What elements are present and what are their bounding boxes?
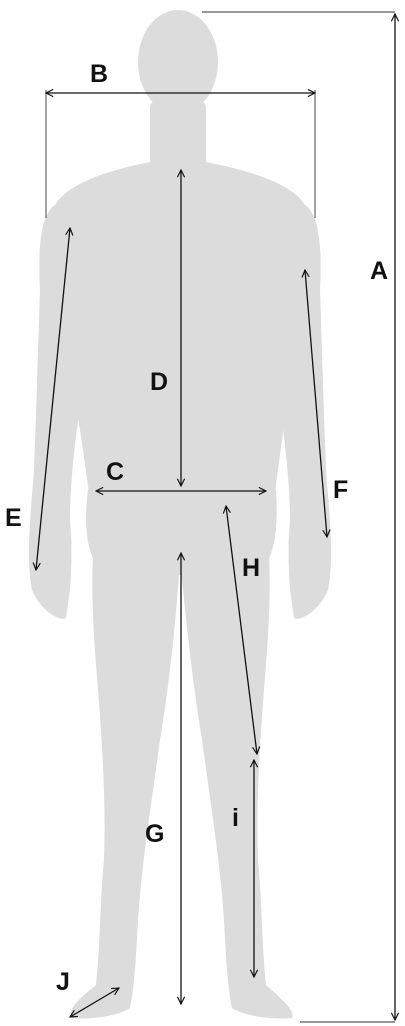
human-silhouette [29, 10, 331, 1019]
label-i: i [232, 804, 239, 832]
label-c: C [106, 458, 124, 486]
label-h: H [242, 554, 260, 582]
label-b: B [90, 60, 108, 88]
label-g: G [145, 820, 164, 848]
head-shape [138, 10, 218, 114]
label-a: A [370, 257, 388, 285]
left-leg-shape [71, 540, 180, 1019]
label-d: D [150, 368, 168, 396]
label-f: F [333, 476, 348, 504]
label-j: J [56, 968, 70, 996]
right-leg-shape [180, 540, 293, 1019]
label-e: E [5, 504, 22, 532]
